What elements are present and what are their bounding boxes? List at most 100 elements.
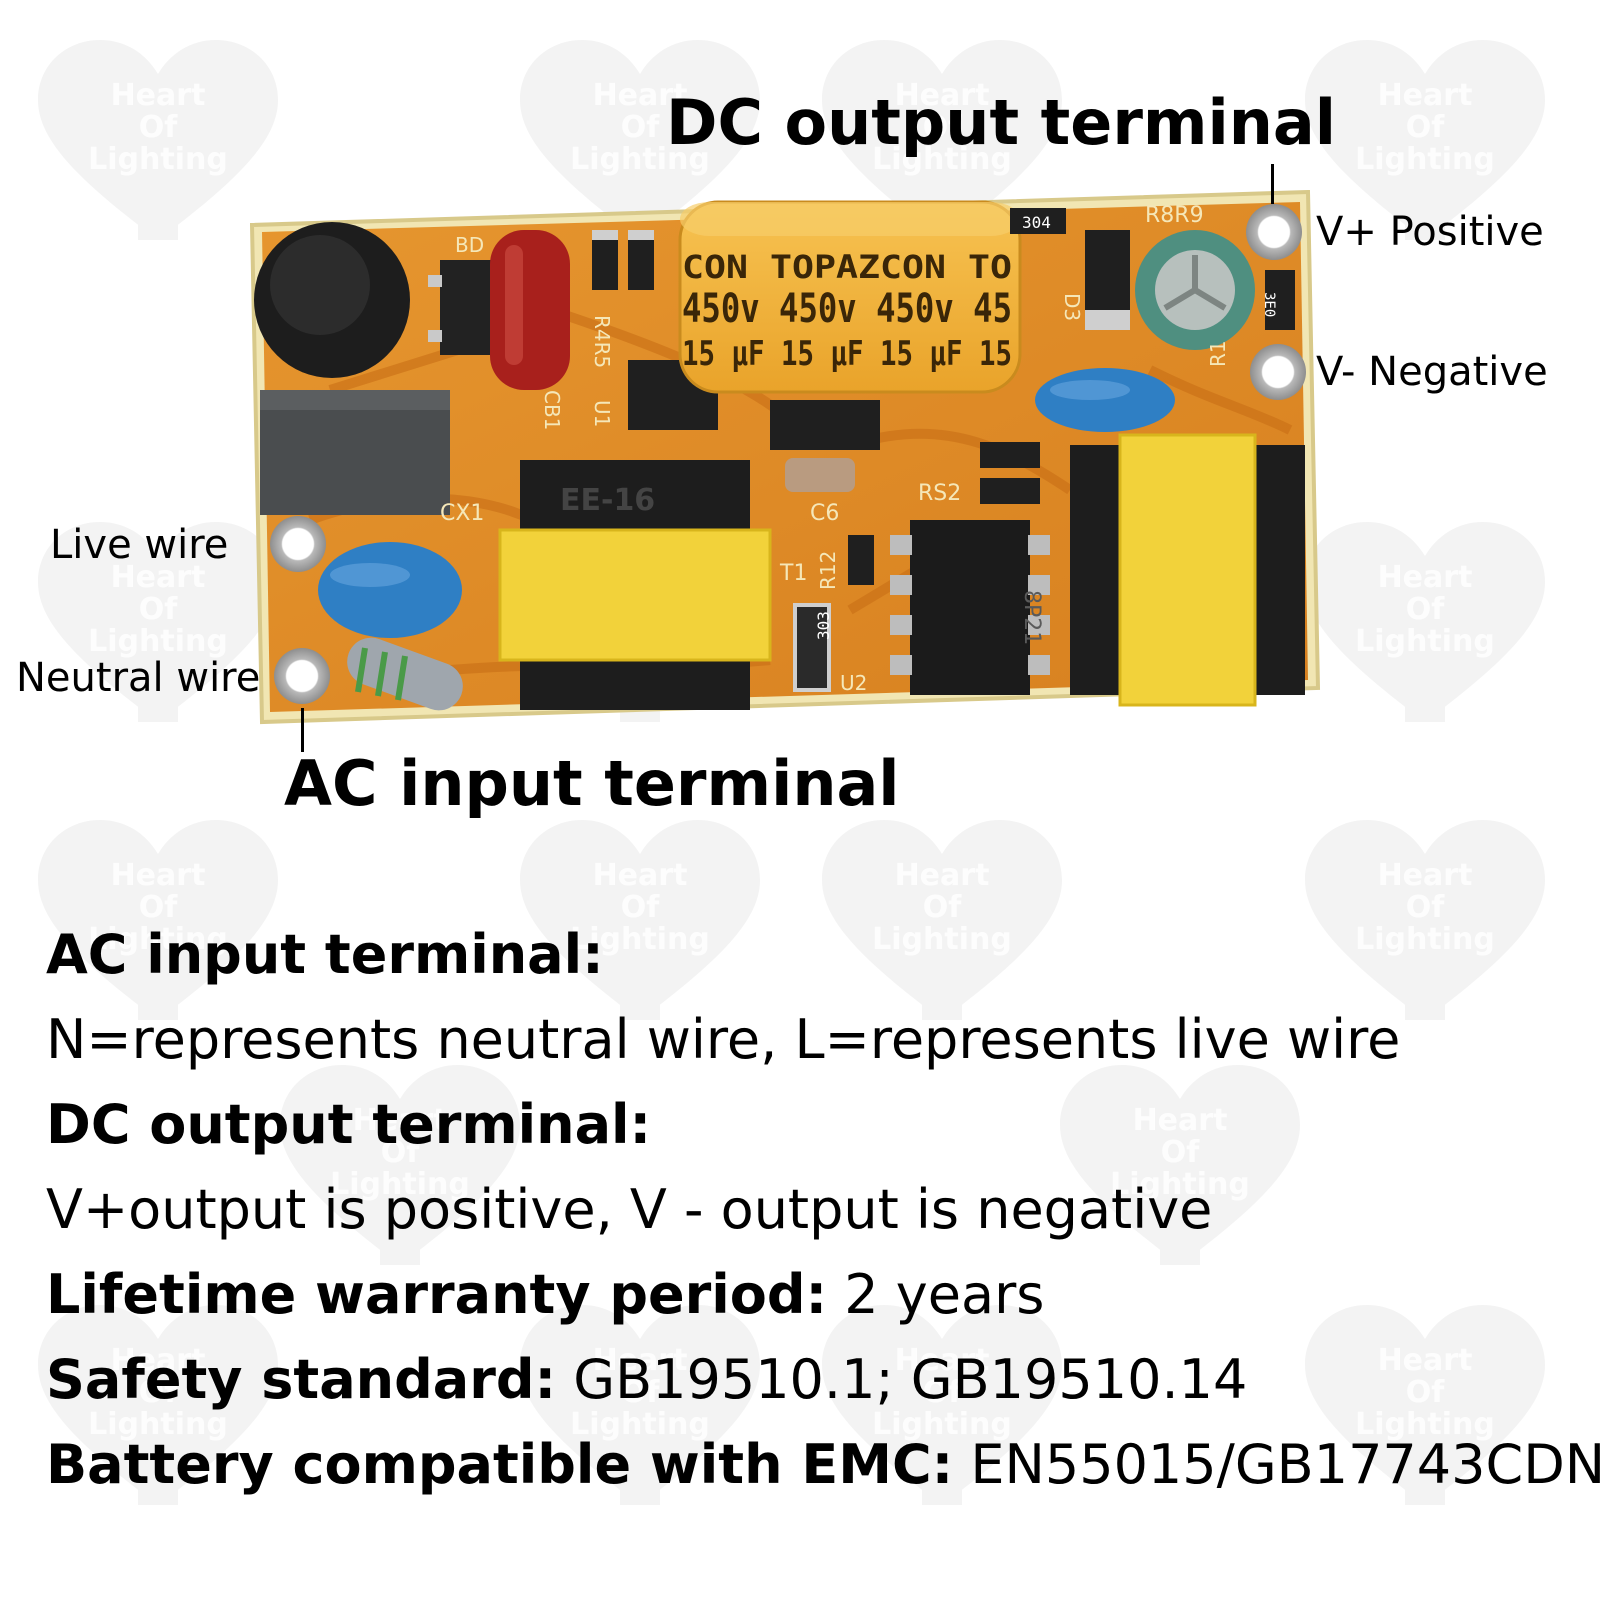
neutral-wire-label: Neutral wire <box>16 655 261 701</box>
fuse-bands <box>355 647 408 701</box>
watermark-line2: Of <box>620 1375 660 1410</box>
silk-r8r9: R8R9 <box>1145 203 1204 228</box>
heart-bulb-icon <box>1060 1065 1300 1265</box>
watermark-line1: Heart <box>110 78 206 113</box>
transformer-tape <box>498 528 772 662</box>
u2-pin-2 <box>890 575 912 595</box>
silk-u2: U2 <box>840 671 867 695</box>
watermark-line2: Of <box>922 1375 962 1410</box>
heart-bulb-icon <box>38 40 278 240</box>
watermark-line3: Lighting <box>88 142 228 177</box>
watermark-line1: Heart <box>1377 1343 1473 1378</box>
heart-bulb-icon <box>38 820 278 1020</box>
film-capacitor-shine <box>505 245 523 365</box>
v-minus-negative-label: V- Negative <box>1316 349 1548 395</box>
pcb-illustration: CON TOPAZCON TO 450v 450v 450v 45 15 μF … <box>250 190 1321 725</box>
u2-pin-7 <box>1028 615 1050 635</box>
heart-bulb-icon <box>1305 40 1545 240</box>
choke-highlight <box>270 235 370 335</box>
capacitor-band <box>680 202 1020 236</box>
watermark-line2: Of <box>380 1135 420 1170</box>
watermark-line2: Of <box>1405 890 1445 925</box>
watermark-line1: Heart <box>894 78 990 113</box>
ac-input-leader <box>301 708 304 752</box>
smd-resistor-rs2-2 <box>980 478 1040 504</box>
resistor-code-304: 304 <box>1022 213 1051 232</box>
bridge-pin-1 <box>428 275 442 287</box>
ac-input-terminal-callout: AC input terminal <box>284 747 900 820</box>
watermark-line2: Of <box>138 592 178 627</box>
y-capacitor-blue-top <box>1035 368 1175 432</box>
heart-bulb-icon <box>1305 820 1545 1020</box>
u2-pin-4 <box>890 655 912 675</box>
silk-d3: D3 <box>1060 293 1084 321</box>
heart-bulb-icon <box>38 522 278 722</box>
smd-resistor-3e0 <box>1265 270 1295 330</box>
terminal-neutral-pad <box>274 648 330 704</box>
watermark-line3: Lighting <box>1355 1407 1495 1442</box>
watermark-line3: Lighting <box>1355 142 1495 177</box>
spec-line-7: Battery compatible with EMC: EN55015/GB1… <box>46 1433 1600 1496</box>
smd-resistor-3 <box>592 230 618 240</box>
watermark-line1: Heart <box>1132 1103 1228 1138</box>
watermark-line3: Lighting <box>1355 624 1495 659</box>
u2-pin-8 <box>1028 655 1050 675</box>
diode-d3-lead <box>1085 310 1130 330</box>
output-capacitor-vent <box>1163 255 1227 311</box>
watermark-line1: Heart <box>1377 78 1473 113</box>
watermark-line1: Heart <box>1377 858 1473 893</box>
silk-c6: C6 <box>810 501 839 526</box>
watermark-line1: Heart <box>592 858 688 893</box>
heart-bulb-icon <box>822 1305 1062 1505</box>
varistor-blue <box>318 542 462 638</box>
watermark-line3: Lighting <box>570 142 710 177</box>
silk-cx1: CX1 <box>440 501 484 526</box>
smd-resistor-r12 <box>848 535 874 585</box>
spec-line-2: N=represents neutral wire, L=represents … <box>46 1008 1401 1071</box>
silk-r12: R12 <box>816 551 840 590</box>
watermark-line2: Of <box>922 890 962 925</box>
pcb-board-photo: CON TOPAZCON TO 450v 450v 450v 45 15 μF … <box>250 190 1350 750</box>
heart-bulb-icon <box>1305 1305 1545 1505</box>
driver-ic-u2 <box>910 520 1030 695</box>
watermark-line3: Lighting <box>570 1407 710 1442</box>
dc-output-terminal-callout: DC output terminal <box>666 86 1337 159</box>
terminal-v-plus-pad <box>1246 204 1302 260</box>
watermark-line1: Heart <box>110 858 206 893</box>
x-capacitor-top <box>260 390 450 410</box>
spec-list: AC input terminal: N=represents neutral … <box>46 912 1600 1507</box>
watermark-line1: Heart <box>110 1343 206 1378</box>
capacitor-capacity-text: 15 μF 15 μF 15 μF 15 <box>682 334 1012 374</box>
watermark-line2: Of <box>138 110 178 145</box>
output-transformer-tape <box>1118 433 1257 707</box>
watermark-line1: Heart <box>110 560 206 595</box>
film-capacitor <box>490 230 570 390</box>
heart-bulb-icon <box>822 820 1062 1020</box>
watermark-line3: Lighting <box>88 1407 228 1442</box>
silk-bd: BD <box>455 233 484 257</box>
watermark-line1: Heart <box>894 858 990 893</box>
dc-output-leader <box>1271 164 1274 204</box>
silk-u1: U1 <box>590 400 614 427</box>
watermark-line2: Of <box>922 110 962 145</box>
heart-bulb-icon <box>520 1305 760 1505</box>
live-wire-label: Live wire <box>50 522 229 568</box>
watermark-line2: Of <box>620 110 660 145</box>
spec-line-4: V+output is positive, V - output is nega… <box>46 1178 1213 1241</box>
capacitor-voltage-text: 450v 450v 450v 45 <box>682 286 1012 332</box>
